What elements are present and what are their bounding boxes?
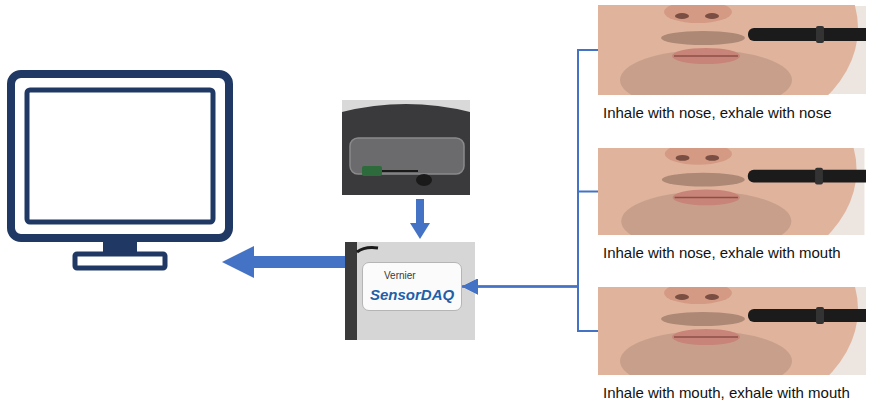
photo-area [598, 287, 866, 375]
daq-device: VernierSensorDAQ [362, 262, 462, 311]
face-photo [558, 197, 873, 412]
daq-photo [345, 242, 475, 340]
photo-panel: Inhale with nose, exhale with nose [598, 5, 866, 122]
photo-area [598, 148, 866, 235]
cable [357, 248, 378, 253]
photo-caption: Inhale with nose, exhale with nose [598, 104, 866, 122]
arrow-shaft [252, 256, 358, 268]
model-label: SensorDAQ [370, 285, 454, 304]
face-photo [560, 59, 871, 280]
arrow-head [410, 223, 430, 239]
hand-bulb [416, 174, 432, 186]
photo-panel: Inhale with mouth, exhale with mouth [598, 287, 866, 402]
arrow-shaft [416, 199, 424, 225]
photo-ground [342, 100, 470, 195]
cable-stand [345, 242, 357, 340]
face-photo [558, 0, 873, 140]
belt-photo [342, 100, 470, 195]
connector-arrow [462, 192, 598, 287]
shirt [342, 104, 470, 195]
connector-arrow [462, 287, 598, 332]
photo-caption: Inhale with nose, exhale with mouth [598, 244, 866, 262]
photo-panel: Inhale with nose, exhale with mouth [598, 148, 866, 262]
monitor-screen [27, 90, 213, 222]
sensor-clip [362, 166, 382, 176]
photo-area [598, 5, 866, 95]
monitor-base [75, 254, 165, 268]
brand-label: Vernier [370, 269, 454, 282]
sensor-tube [382, 170, 418, 172]
monitor-icon [11, 74, 229, 268]
photo-caption: Inhale with mouth, exhale with mouth [598, 384, 866, 402]
connector-arrow [462, 50, 598, 287]
arrow-head [222, 246, 254, 278]
photo-ground [345, 242, 475, 340]
monitor-frame [11, 74, 229, 238]
